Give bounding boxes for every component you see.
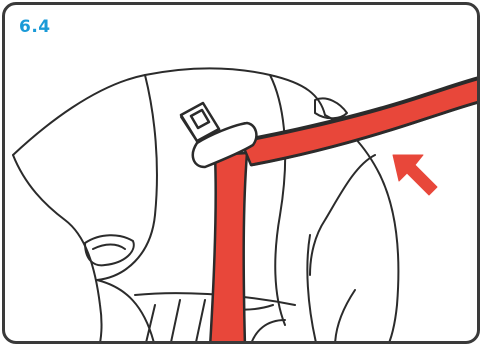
lower-right-panel (335, 290, 355, 344)
step-label: 6.4 (19, 17, 51, 37)
seat-base-slats (145, 300, 205, 344)
vertical-belt (210, 153, 247, 344)
backrest-outline (325, 115, 398, 344)
backrest-edge (310, 155, 375, 275)
car-seat-illustration (5, 5, 480, 344)
direction-arrow-icon (393, 155, 437, 195)
seat-panel (85, 235, 134, 265)
seat-lower-curve (250, 320, 285, 344)
seat-bolster (270, 75, 285, 325)
illustration-frame: 6.4 (2, 2, 480, 344)
seat-side-curve (97, 75, 157, 280)
seat-panel-inner (93, 245, 125, 250)
seat-cushion-lower (13, 155, 102, 344)
seat-base-front (97, 280, 155, 344)
